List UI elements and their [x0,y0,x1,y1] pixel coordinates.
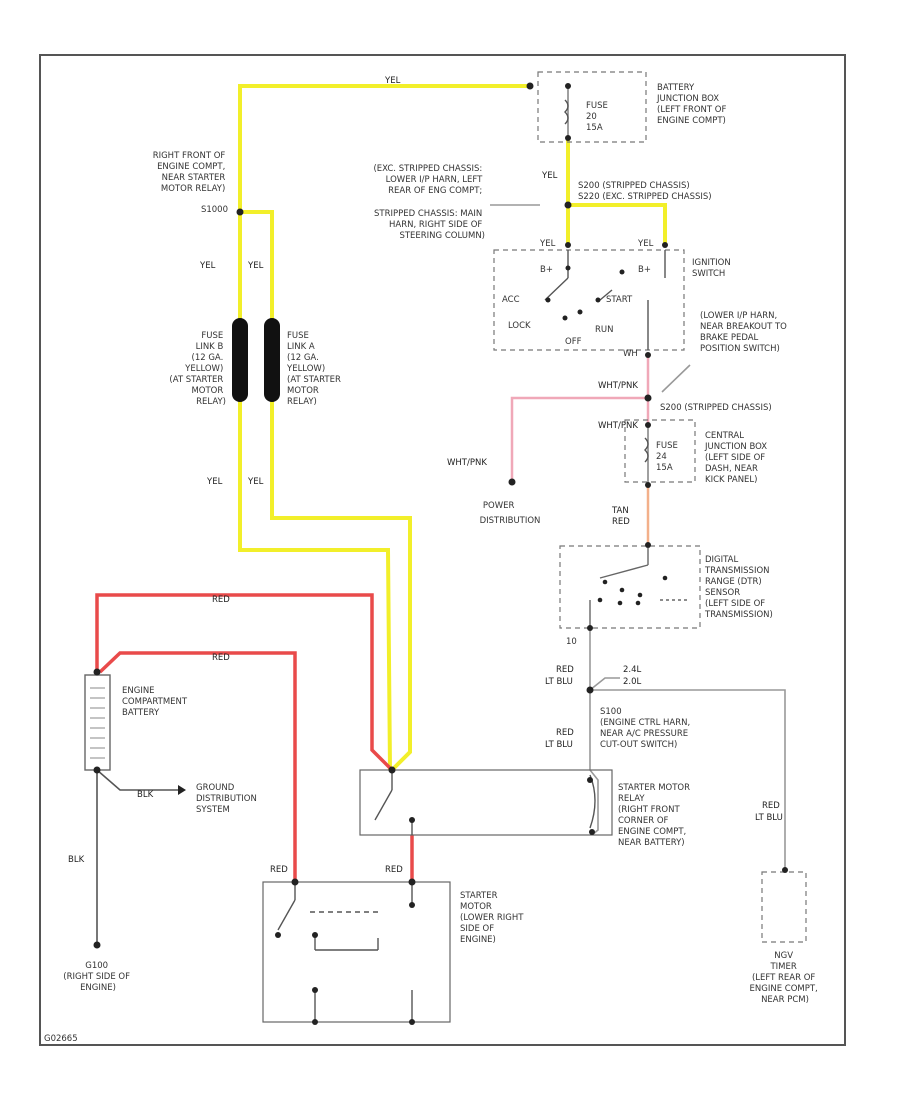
blk-wire-ground-dist [96,769,178,791]
starter-motor-label: STARTER MOTOR (LOWER RIGHT SIDE OF ENGIN… [460,891,526,945]
lower-ip-leader [661,364,691,393]
ign-pos-lock: LOCK [508,321,531,331]
yel-wire-to-relay-b [270,400,412,772]
ngv-timer-box [761,871,807,943]
wire-label: 2.0L [623,677,642,687]
wire-label: WHT/PNK [447,458,487,468]
wire-label: 2.4L [623,665,642,675]
component-labels: BATTERY JUNCTION BOX (LEFT FRONT OF ENGI… [44,83,821,1044]
dtr-sensor-box [559,545,701,629]
ign-pin-label: YEL [539,239,556,249]
wire-label: YEL [247,261,264,271]
fuse-link-a-label: FUSE LINK A (12 GA. YELLOW) (AT STARTER … [286,331,344,407]
wire-label: YEL [541,171,558,181]
wire-label: RED [212,653,230,663]
wire-label: WHT/PNK [598,421,638,431]
red-ltblu-wire-ngv [590,689,786,870]
ignition-switch-box [493,249,685,351]
red-ltblu-wire [589,628,599,836]
wht-pnk-wire [510,355,650,482]
wire-label: YEL [199,261,216,271]
wire-label: WHT/PNK [598,381,638,391]
wire-label: BLK [68,855,85,865]
battery-icon [84,674,111,771]
ground-distribution-label: GROUND DISTRIBUTION SYSTEM [196,783,260,815]
wire-label: RED [212,595,230,605]
ignition-switch-label: IGNITION SWITCH [692,258,733,279]
wire-label: RED [385,865,403,875]
ignition-switch-contacts [544,250,666,350]
wire-label: LT BLU [545,740,573,750]
dtr-pin-label: 10 [566,637,577,647]
s200-stripped-label: S200 (STRIPPED CHASSIS) [660,403,772,413]
ignition-switch-terminals [545,265,625,321]
yel-wires [238,84,667,772]
wire-label: RED [556,728,574,738]
wire-label: LT BLU [755,813,783,823]
starter-relay-box [359,769,613,836]
wire-color-labels: YEL YEL YEL YEL YEL YEL RED RED RED RED … [68,76,783,875]
red-wires [95,593,414,882]
splice-note-label: (EXC. STRIPPED CHASSIS: LOWER I/P HARN, … [373,164,485,241]
yel-wire-splice-to-switch [568,203,667,245]
starter-motor-box [262,881,451,1023]
red-wire-battery-to-starter [98,651,297,882]
fuse-20-icon [564,86,569,138]
fuse-link-b-label: FUSE LINK B (12 GA. YELLOW) (AT STARTER … [169,331,226,407]
ign-pin-label: YEL [637,239,654,249]
ign-pos-b1: B+ [540,265,553,275]
battery-label: ENGINE COMPARTMENT BATTERY [122,686,190,718]
fuse-20-label: FUSE 20 15A [586,101,611,133]
wht-blu-stub [589,677,620,691]
ign-pos-b2: B+ [638,265,651,275]
ign-pos-start: START [606,295,633,305]
red-wire-battery-to-relay-1 [95,593,394,772]
central-junction-box [624,419,696,483]
ign-pos-run: RUN [595,325,614,335]
starter-relay-contacts [374,770,596,835]
starter-relay-label: STARTER MOTOR RELAY (RIGHT FRONT CORNER … [618,783,693,848]
battery-jb-label: BATTERY JUNCTION BOX (LEFT FRONT OF ENGI… [656,83,729,126]
yel-wire-left-b [240,210,274,320]
battery-junction-box [537,71,647,143]
g100-label: G100 (RIGHT SIDE OF ENGINE) [63,961,132,993]
ngv-timer-label: NGV TIMER (LEFT REAR OF ENGINE COMPT, NE… [750,951,821,1005]
dtr-sensor-contacts [589,548,690,628]
wire-label: TAN [611,506,629,516]
ground-arrow-icon [178,785,186,795]
fuse-24-icon [644,425,649,485]
wire-label: RED [270,865,288,875]
wire-label: YEL [206,477,223,487]
starter-motor-internals [277,882,413,1022]
diagram-frame [39,54,846,1046]
figure-id: G02665 [44,1034,78,1044]
splice-dots [93,82,788,1025]
fuse-24-label: FUSE 24 15A [656,441,681,473]
wire-label: LT BLU [545,677,573,687]
lower-ip-label: (LOWER I/P HARN, NEAR BREAKOUT TO BRAKE … [700,311,790,354]
dtr-sensor-label: DIGITAL TRANSMISSION RANGE (DTR) SENSOR … [704,555,773,620]
ign-pin-label: WH [623,349,638,359]
splice-label: S200 (STRIPPED CHASSIS) S220 (EXC. STRIP… [578,181,712,202]
s100-label: S100 (ENGINE CTRL HARN, NEAR A/C PRESSUR… [600,707,693,750]
fuse-link-b-icon [232,318,248,402]
dtr-sensor-terminals [597,575,668,606]
central-jb-label: CENTRAL JUNCTION BOX (LEFT SIDE OF DASH,… [704,431,770,485]
power-distribution-label: POWER DISTRIBUTION [480,501,541,526]
wire-label: YEL [384,76,401,86]
right-front-label: RIGHT FRONT OF ENGINE COMPT, NEAR STARTE… [153,151,228,215]
wire-label: RED [612,517,630,527]
fuse-link-a-icon [264,318,280,402]
wire-label: BLK [137,790,154,800]
yel-wire-top [238,84,530,212]
signal-wires [96,204,786,945]
wire-label: YEL [247,477,264,487]
yel-wire-to-relay-a [238,400,392,771]
ign-pos-acc: ACC [502,295,520,305]
wire-label: RED [556,665,574,675]
ign-pos-off: OFF [565,337,582,347]
wire-label: RED [762,801,780,811]
